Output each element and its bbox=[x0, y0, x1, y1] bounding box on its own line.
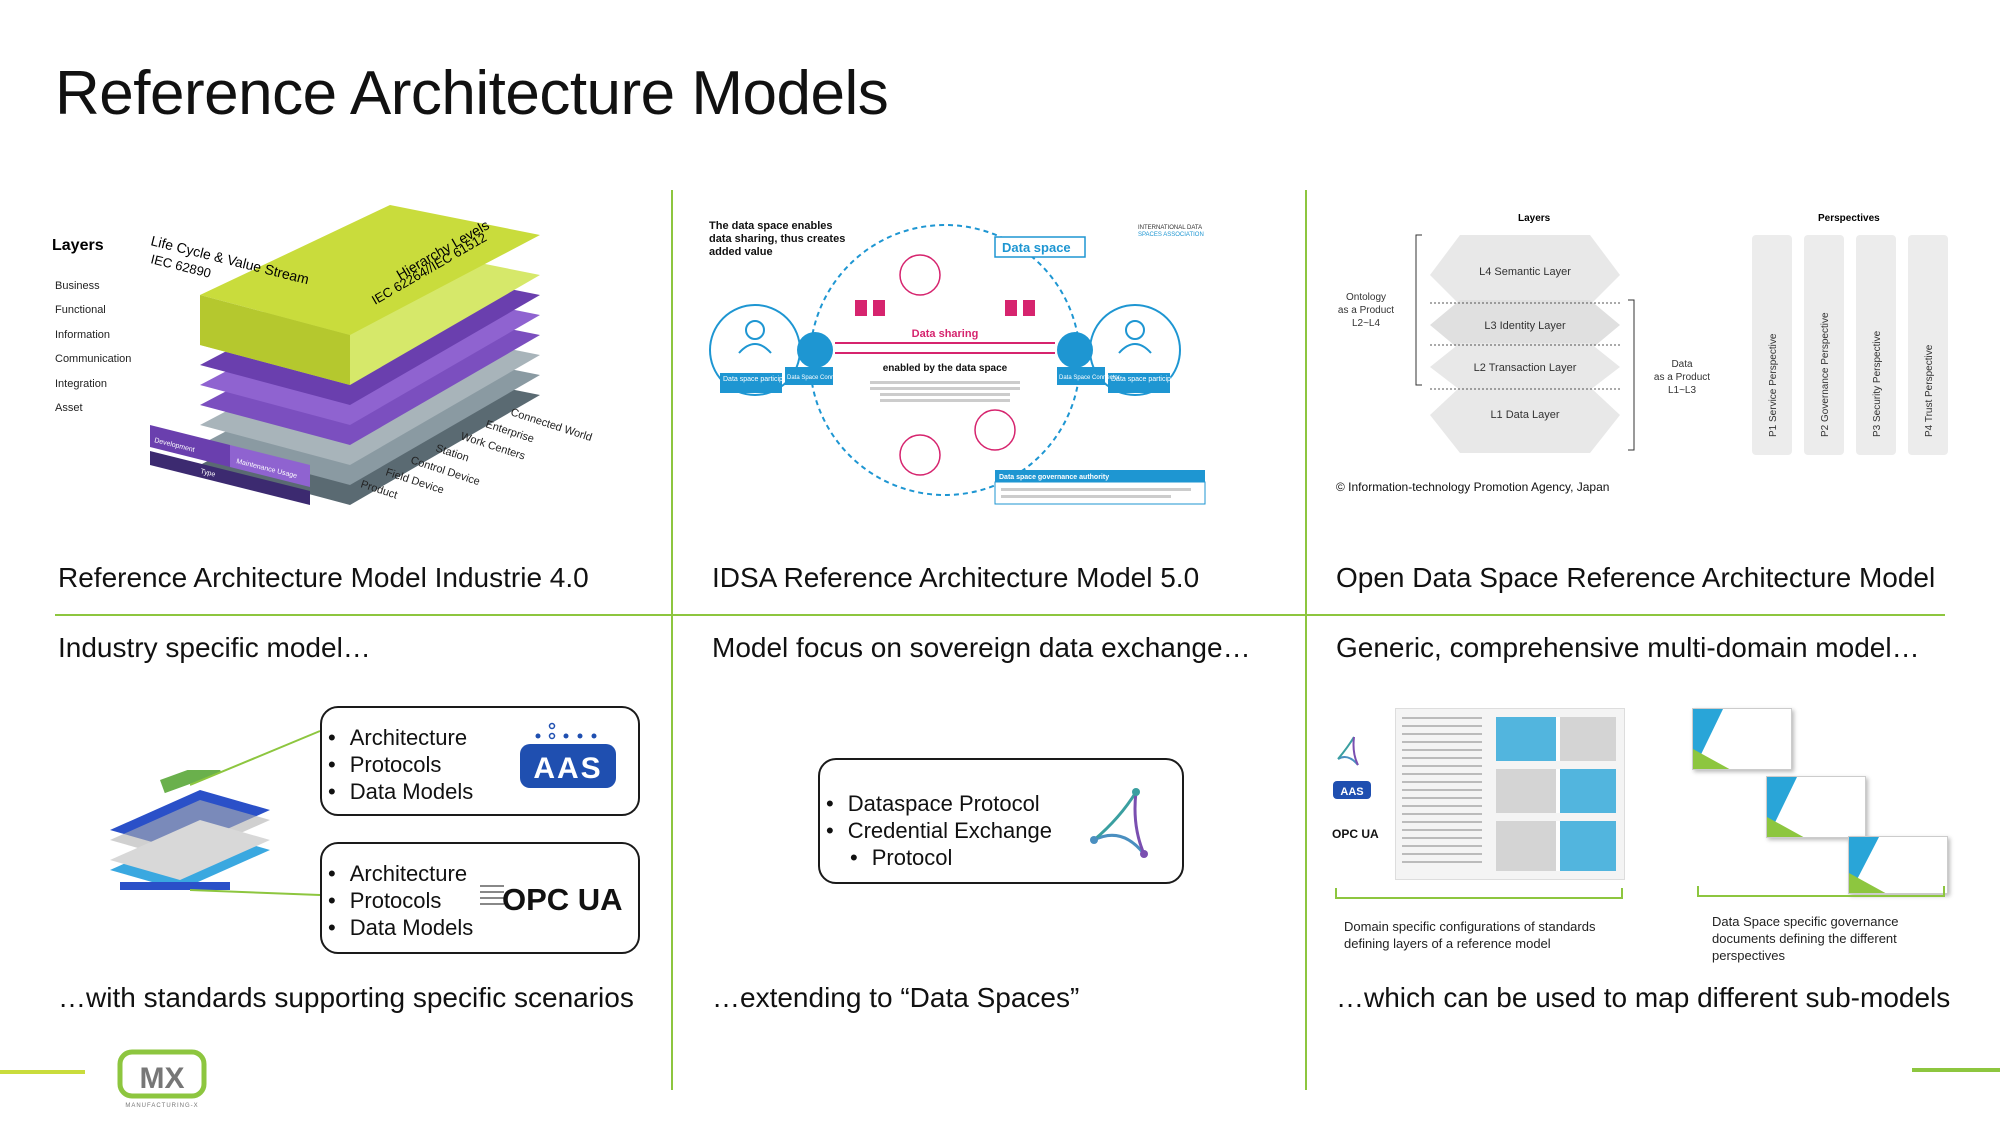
rami-layer-label: Functional bbox=[55, 304, 106, 316]
dataspace-protocol-icon bbox=[1090, 788, 1148, 858]
odsram-layer-label: L1 Data Layer bbox=[1490, 409, 1559, 421]
aas-logo-text: AAS bbox=[533, 752, 602, 785]
logo-text: MX bbox=[140, 1062, 185, 1095]
idsa-description: Model focus on sovereign data exchange… bbox=[712, 632, 1251, 663]
opcua-box-item: Protocols bbox=[328, 887, 473, 914]
idsa-governance-label: Data space governance authority bbox=[999, 474, 1109, 481]
aas-box: Architecture Protocols Data Models AAS bbox=[320, 706, 640, 816]
row-divider bbox=[55, 614, 1945, 616]
odsram-ontology-label: Ontology bbox=[1346, 292, 1386, 303]
idsa-data-space-label: Data space bbox=[1002, 240, 1071, 255]
aas-small-logo-text: AAS bbox=[1340, 786, 1363, 798]
odsram-layers-title: Layers bbox=[1518, 213, 1551, 224]
aas-box-item: Data Models bbox=[328, 778, 474, 805]
idsa-association-line: SPACES ASSOCIATION bbox=[1138, 232, 1204, 238]
odsram-layer-label: L3 Identity Layer bbox=[1484, 320, 1566, 332]
opcua-box-item: Data Models bbox=[328, 914, 474, 941]
opcua-logo-text: OPC UA bbox=[502, 882, 623, 917]
aas-logo-icon: AAS bbox=[520, 722, 616, 788]
page-title: Reference Architecture Models bbox=[55, 59, 889, 128]
idsa-box-item: Credential Exchange bbox=[826, 817, 1052, 844]
rami-layer-label: Business bbox=[55, 280, 100, 292]
rami-footer-text: …with standards supporting specific scen… bbox=[58, 982, 634, 1013]
idsa-participant-label: Data space participant bbox=[1111, 376, 1181, 383]
odsram-data-product-label: L1~L3 bbox=[1668, 385, 1697, 396]
rami-layer-label: Integration bbox=[55, 378, 107, 390]
odsram-data-product-label: Data bbox=[1671, 359, 1693, 370]
aas-small-icon: AAS bbox=[1333, 781, 1371, 799]
rami-layer-label: Communication bbox=[55, 353, 131, 365]
odsram-layer-label: L4 Semantic Layer bbox=[1479, 266, 1571, 278]
idsa-diagram: The data space enables data sharing, thu… bbox=[709, 220, 1206, 505]
manufacturing-x-logo: MX MANUFACTURING-X bbox=[117, 1049, 207, 1109]
idsa-association-line: INTERNATIONAL DATA bbox=[1138, 225, 1202, 231]
idsa-box-item: Dataspace Protocol bbox=[826, 790, 1052, 817]
rami-lifecycle-group: Type bbox=[200, 468, 217, 478]
idsa-enabled-by-label: enabled by the data space bbox=[883, 363, 1008, 374]
idsa-heading: IDSA Reference Architecture Model 5.0 bbox=[712, 562, 1200, 593]
rami-layer-label: Information bbox=[55, 329, 110, 341]
rami-layers-title: Layers bbox=[52, 237, 104, 254]
rami-heading: Reference Architecture Model Industrie 4… bbox=[58, 562, 589, 593]
odsram-perspectives-title: Perspectives bbox=[1818, 213, 1880, 224]
dataspace-protocol-small-icon bbox=[1337, 736, 1359, 766]
odsram-diagram: Layers Perspectives L4 Semantic Layer L3… bbox=[1336, 213, 1948, 494]
idsa-connector-label: Data Space Connector bbox=[1059, 375, 1120, 381]
idsa-box-item: Protocol bbox=[826, 844, 1052, 871]
odsram-ontology-label: as a Product bbox=[1338, 305, 1394, 316]
idsa-intro-line: The data space enables bbox=[709, 220, 833, 232]
idsa-connector-label: Data Space Connector bbox=[787, 375, 848, 381]
idsa-protocol-box: Dataspace Protocol Credential Exchange P… bbox=[818, 758, 1184, 884]
governance-doc-thumbnail bbox=[1766, 776, 1866, 838]
odsram-perspective-label: P2 Governance Perspective bbox=[1820, 312, 1831, 437]
governance-doc-thumbnail bbox=[1848, 836, 1948, 894]
connector-lines bbox=[190, 730, 321, 896]
column-divider-1 bbox=[671, 190, 673, 1090]
config-documents-thumbnail bbox=[1395, 708, 1625, 880]
aas-box-item: Protocols bbox=[328, 751, 473, 778]
footer-line-right bbox=[1912, 1068, 2000, 1072]
rami-description: Industry specific model… bbox=[58, 632, 371, 663]
opcua-logo-icon: OPC UA bbox=[480, 882, 623, 917]
odsram-data-product-label: as a Product bbox=[1654, 372, 1710, 383]
odsram-perspective-label: P3 Security Perspective bbox=[1872, 330, 1883, 437]
rami-stack-thumbnail bbox=[110, 770, 270, 890]
governance-doc-thumbnail bbox=[1692, 708, 1792, 770]
rami-cube-diagram: Layers Business Functional Information C… bbox=[52, 205, 593, 505]
idsa-footer-text: …extending to “Data Spaces” bbox=[712, 982, 1080, 1013]
governance-caption: Data Space specific governance documents… bbox=[1712, 914, 1899, 963]
opcua-small-icon: OPC UA bbox=[1332, 827, 1379, 841]
opcua-small-logo-text: OPC UA bbox=[1332, 827, 1379, 841]
rami-layer-label: Asset bbox=[55, 402, 83, 414]
idsa-intro-line: added value bbox=[709, 246, 773, 258]
config-bracket bbox=[1335, 888, 1623, 899]
odsram-ontology-label: L2~L4 bbox=[1352, 318, 1381, 329]
odsram-description: Generic, comprehensive multi-domain mode… bbox=[1336, 632, 1920, 663]
column-divider-2 bbox=[1305, 190, 1307, 1090]
odsram-layer-label: L2 Transaction Layer bbox=[1474, 362, 1577, 374]
footer-line-left bbox=[0, 1070, 85, 1074]
idsa-participant-label: Data space participant bbox=[723, 376, 793, 383]
opcua-box-item: Architecture bbox=[328, 860, 473, 887]
odsram-footer-text: …which can be used to map different sub-… bbox=[1336, 982, 1951, 1013]
odsram-heading: Open Data Space Reference Architecture M… bbox=[1336, 562, 1936, 593]
opcua-box: Architecture Protocols Data Models OPC U… bbox=[320, 842, 640, 954]
idsa-data-sharing-label: Data sharing bbox=[912, 328, 979, 340]
odsram-perspective-label: P4 Trust Perspective bbox=[1924, 344, 1935, 437]
logo-subtext: MANUFACTURING-X bbox=[125, 1103, 198, 1109]
config-caption: Domain specific configurations of standa… bbox=[1344, 919, 1596, 951]
aas-box-item: Architecture bbox=[328, 724, 473, 751]
odsram-copyright: © Information-technology Promotion Agenc… bbox=[1336, 480, 1609, 494]
idsa-intro-line: data sharing, thus creates bbox=[709, 233, 845, 245]
odsram-perspective-label: P1 Service Perspective bbox=[1768, 333, 1779, 437]
governance-bracket bbox=[1697, 886, 1945, 897]
